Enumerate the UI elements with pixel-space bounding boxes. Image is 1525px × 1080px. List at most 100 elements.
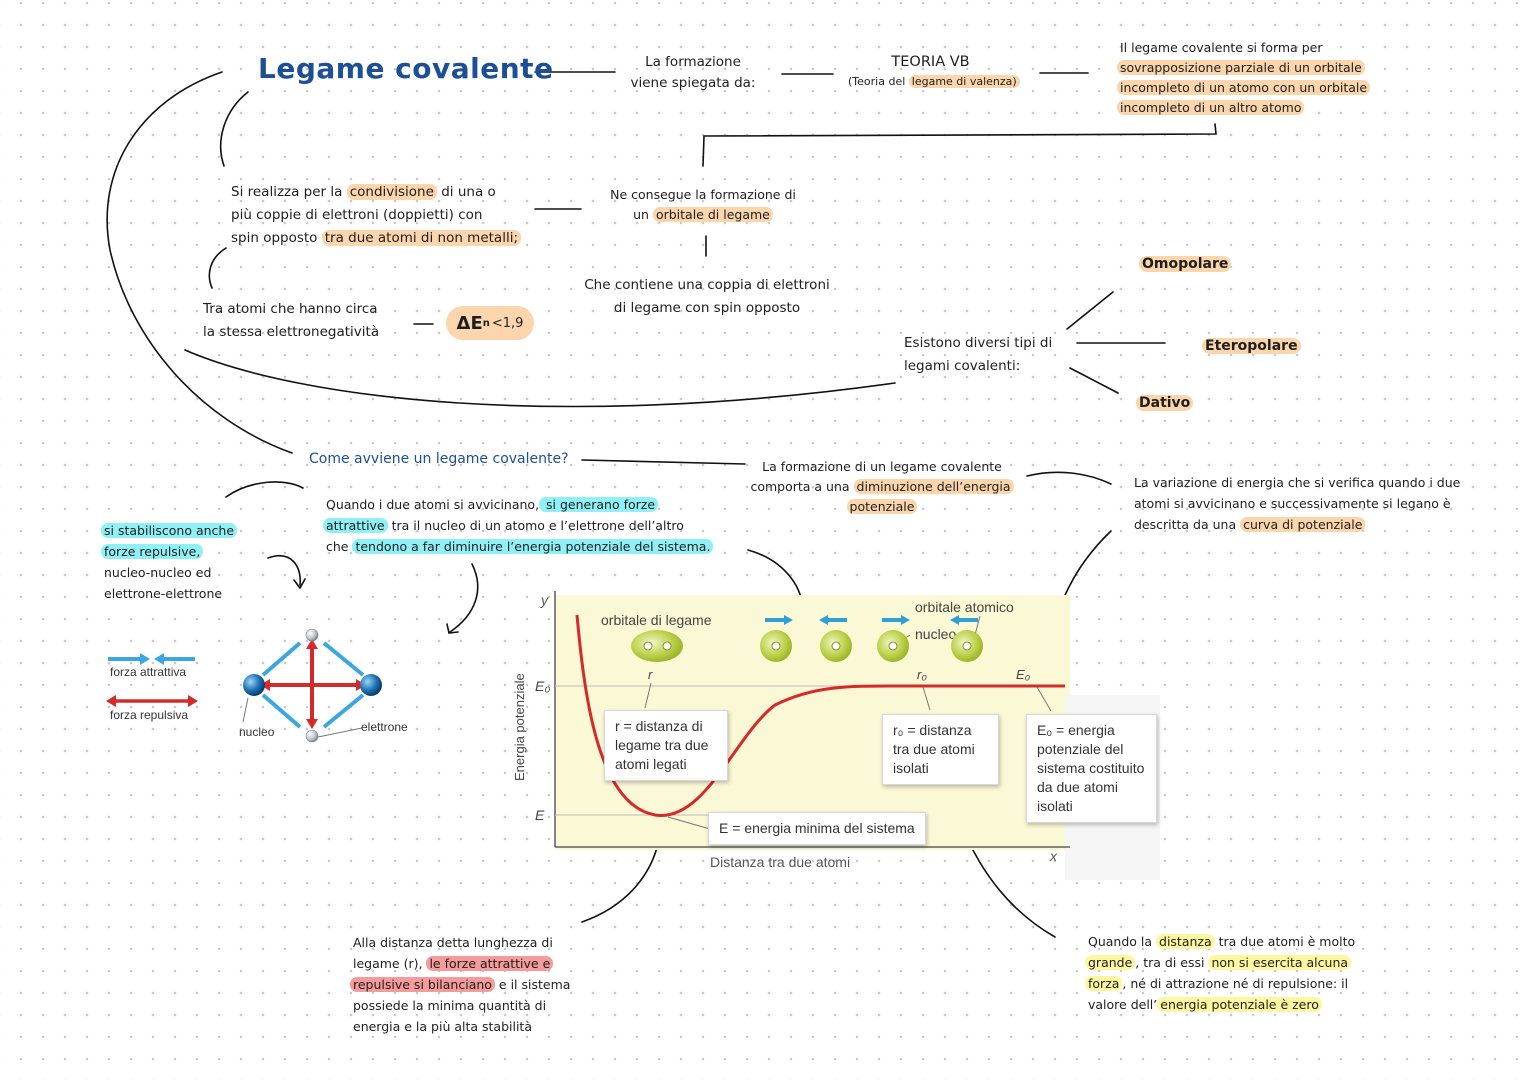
legend-attractive-label: forza attrattiva	[110, 665, 186, 679]
overlap-line2: sovrapposizione parziale di un orbitale	[1117, 60, 1365, 75]
repulsive-l4: elettrone-elettrone	[104, 586, 223, 601]
theory-name: TEORIA VB	[891, 54, 970, 70]
force-arrows	[260, 639, 366, 729]
r-marker: r	[648, 667, 653, 682]
pair-note-l2: di legame con spin opposto	[613, 300, 801, 316]
approach-l3-pre: che	[326, 539, 353, 554]
bond-length-note: Alla distanza detta lunghezza di legame …	[350, 932, 570, 1037]
bond-orbital-l2-pre: un	[633, 207, 653, 222]
far-apart-l1-post: tra due atomi è molto	[1214, 934, 1356, 949]
far-apart-l4-pre: valore dell’	[1088, 997, 1158, 1012]
theory-vb: TEORIA VB (Teoria del legame di valenza)	[848, 52, 1020, 91]
box-bond-distance: r = distanza di legame tra due atomi leg…	[604, 710, 728, 781]
far-apart-l3-hl: forza	[1085, 976, 1123, 991]
delta-en-symbol: ΔE	[456, 312, 483, 334]
electronegativity-note: Tra atomi che hanno circa la stessa elet…	[203, 298, 379, 344]
overlap-note: Il legame covalente si forma per sovrapp…	[1117, 38, 1371, 118]
theory-subtitle: (Teoria del legame di valenza)	[848, 73, 1020, 91]
type-eteropolare: Eteropolare	[1202, 338, 1301, 354]
energy-decrease-l2-pre: comporta a una	[750, 479, 854, 494]
far-apart-l2-mid: , tra di essi	[1135, 955, 1209, 970]
types-intro-l1: Esistono diversi tipi di	[904, 335, 1053, 351]
legend-attractive-arrow	[108, 653, 195, 665]
approach-note: Quando i due atomi si avvicinano, si gen…	[323, 494, 714, 557]
repulsive-l1-hl: si stabiliscono anche	[101, 523, 238, 538]
curve-note-l3-hl: curva di potenziale	[1240, 517, 1366, 532]
overlap-line1: Il legame covalente si forma per	[1120, 40, 1323, 55]
electroneg-l2: la stessa elettronegatività	[203, 324, 380, 340]
orbitale-atomico-label: orbitale atomico	[915, 599, 1014, 615]
box-isolated-energy: E₀ = energia potenziale del sistema cost…	[1026, 714, 1157, 823]
curve-note: La variazione di energia che si verifica…	[1134, 472, 1460, 535]
energy-decrease-l3-hl: potenziale	[846, 499, 918, 514]
explained-by-line2: viene spiegata da:	[630, 75, 756, 91]
theory-sub-prefix: (Teoria del	[848, 75, 909, 88]
sharing-l1-hl: condivisione	[346, 184, 437, 200]
electron-bottom	[305, 729, 319, 743]
approach-l1-hl: si generano forze	[539, 497, 659, 512]
energy-decrease-note: La formazione di un legame covalente com…	[748, 457, 1016, 517]
energy-decrease-l1: La formazione di un legame covalente	[762, 459, 1002, 474]
bond-orbital-l2-hl: orbitale di legame	[652, 207, 773, 222]
types-intro: Esistono diversi tipi di legami covalent…	[904, 332, 1052, 378]
bond-orbital-note: Ne consegue la formazione di un orbitale…	[603, 185, 803, 225]
electron-top	[305, 628, 319, 642]
legend-repulsive-label: forza repulsiva	[110, 708, 188, 722]
approach-l3-hl: tendono a far diminuire l’energia potenz…	[352, 539, 714, 554]
box-minimum-energy: E = energia minima del sistema	[708, 812, 926, 845]
far-apart-note: Quando la distanza tra due atomi è molto…	[1085, 931, 1355, 1015]
overlap-line3: incompleto di un atomo con un orbitale	[1117, 80, 1371, 95]
repulsive-note: si stabiliscono anche forze repulsive, n…	[101, 520, 238, 604]
approach-l1-pre: Quando i due atomi si avvicinano,	[326, 497, 540, 512]
approach-l2-post: tra il nucleo di un atomo e l’elettrone …	[387, 518, 684, 533]
bond-length-l5: energia e la più alta stabilità	[353, 1019, 532, 1034]
bond-length-l4: possiede la minima quantità di	[353, 998, 547, 1013]
atom-pair-1	[760, 615, 852, 662]
curve-note-l3-pre: descritta da una	[1134, 517, 1241, 532]
types-intro-l2: legami covalenti:	[904, 358, 1021, 374]
legend-repulsive-arrow	[106, 695, 198, 707]
box-isolated-distance: r₀ = distanza tra due atomi isolati	[882, 714, 999, 785]
sharing-l1-pre: Si realizza per la	[231, 184, 347, 200]
question-heading: Come avviene un legame covalente?	[309, 451, 569, 467]
repulsive-l2-hl: forze repulsive,	[101, 544, 204, 559]
sharing-l3-hl: tra due atomi di non metalli;	[321, 230, 521, 246]
far-apart-l1-pre: Quando la	[1088, 934, 1157, 949]
nucleus-right	[360, 674, 382, 696]
explained-by-note: La formazione viene spiegata da:	[628, 52, 758, 94]
bond-length-l2-hl: le forze attrattive e	[426, 956, 554, 971]
curve-note-l2: atomi si avvicinano e successivamente si…	[1134, 496, 1451, 511]
atom-pair-2	[877, 615, 983, 662]
E0-tick: E₀	[535, 678, 550, 694]
forces-diagram: forza attrattiva forza repulsiva nucleo …	[106, 628, 408, 743]
far-apart-l4-hl: energia potenziale è zero	[1157, 997, 1322, 1012]
bond-length-l3-post: e il sistema	[494, 977, 571, 992]
nucleus-left	[243, 674, 265, 696]
bond-orbital-l1: Ne consegue la formazione di	[610, 187, 796, 202]
bond-length-l2-pre: legame (r),	[353, 956, 427, 971]
far-apart-l2-hl: grande	[1085, 955, 1136, 970]
electroneg-l1: Tra atomi che hanno circa	[203, 301, 378, 317]
pair-note: Che contiene una coppia di elettroni di …	[576, 274, 838, 320]
type-dativo: Dativo	[1136, 395, 1194, 411]
delta-en-sub: n	[482, 317, 490, 329]
far-apart-l3-post: , né di attrazione né di repulsione: il	[1122, 976, 1349, 991]
pair-note-l1: Che contiene una coppia di elettroni	[584, 277, 830, 293]
bond-length-l1: Alla distanza detta lunghezza di	[353, 935, 553, 950]
type-omopolare: Omopolare	[1139, 256, 1232, 272]
bond-length-l3-hl: repulsive si bilanciano	[350, 977, 495, 992]
electron-label: elettrone	[361, 720, 408, 734]
sharing-l2: più coppie di elettroni (doppietti) con	[231, 207, 483, 223]
nucleo-label: nucleo	[915, 626, 956, 642]
sharing-l1-post: di una o	[436, 184, 496, 200]
E0-marker: E₀	[1016, 667, 1031, 682]
nucleus-label: nucleo	[239, 725, 275, 739]
far-apart-l1-hl: distanza	[1156, 934, 1215, 949]
sharing-l3-pre: spin opposto	[231, 230, 322, 246]
sharing-note: Si realizza per la condivisione di una o…	[231, 181, 521, 250]
theory-sub-highlight: legame di valenza)	[908, 75, 1020, 88]
energy-decrease-l2-hl: diminuzione dell’energia	[853, 479, 1014, 494]
overlap-line4: incompleto di un altro atomo	[1117, 100, 1305, 115]
page-title: Legame covalente	[258, 52, 554, 85]
